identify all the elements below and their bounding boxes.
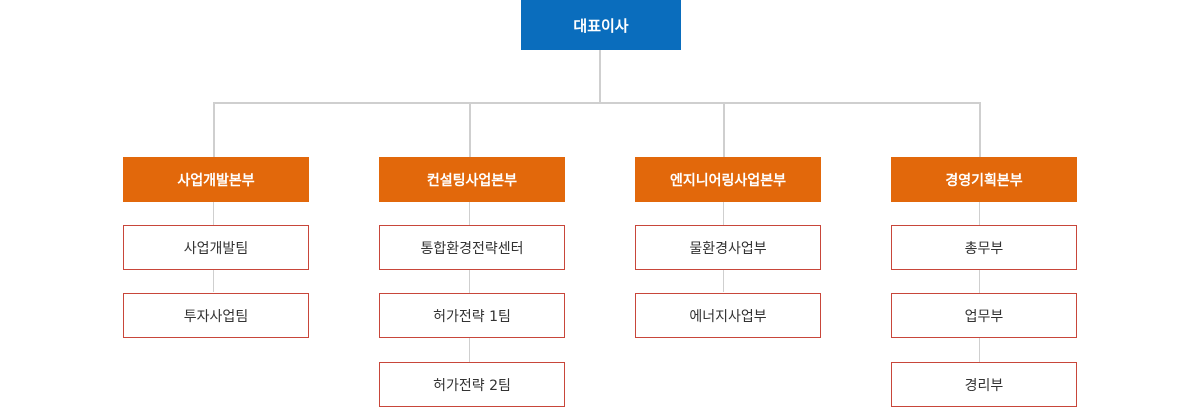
ceo-box: 대표이사 xyxy=(521,0,681,50)
division-consulting: 컨설팅사업본부 xyxy=(379,157,565,202)
team-water-environment: 물환경사업부 xyxy=(635,225,821,270)
division-connector-4 xyxy=(979,102,981,157)
team-permit-strategy-1: 허가전략 1팀 xyxy=(379,293,565,338)
team-business-development: 사업개발팀 xyxy=(123,225,309,270)
ceo-connector xyxy=(599,50,601,103)
team-energy: 에너지사업부 xyxy=(635,293,821,338)
team-accounting: 경리부 xyxy=(891,362,1077,407)
division-management-planning: 경영기획본부 xyxy=(891,157,1077,202)
team-permit-strategy-2: 허가전략 2팀 xyxy=(379,362,565,407)
division-engineering: 엔지니어링사업본부 xyxy=(635,157,821,202)
division-connector-1 xyxy=(213,102,215,157)
team-investment-business: 투자사업팀 xyxy=(123,293,309,338)
division-connector-3 xyxy=(723,102,725,157)
team-connector-2 xyxy=(469,202,470,362)
team-connector-4 xyxy=(979,202,980,362)
division-connector-2 xyxy=(469,102,471,157)
team-integrated-environment-strategy-center: 통합환경전략센터 xyxy=(379,225,565,270)
team-operations: 업무부 xyxy=(891,293,1077,338)
division-business-development: 사업개발본부 xyxy=(123,157,309,202)
team-general-affairs: 총무부 xyxy=(891,225,1077,270)
horizontal-connector xyxy=(213,102,981,104)
